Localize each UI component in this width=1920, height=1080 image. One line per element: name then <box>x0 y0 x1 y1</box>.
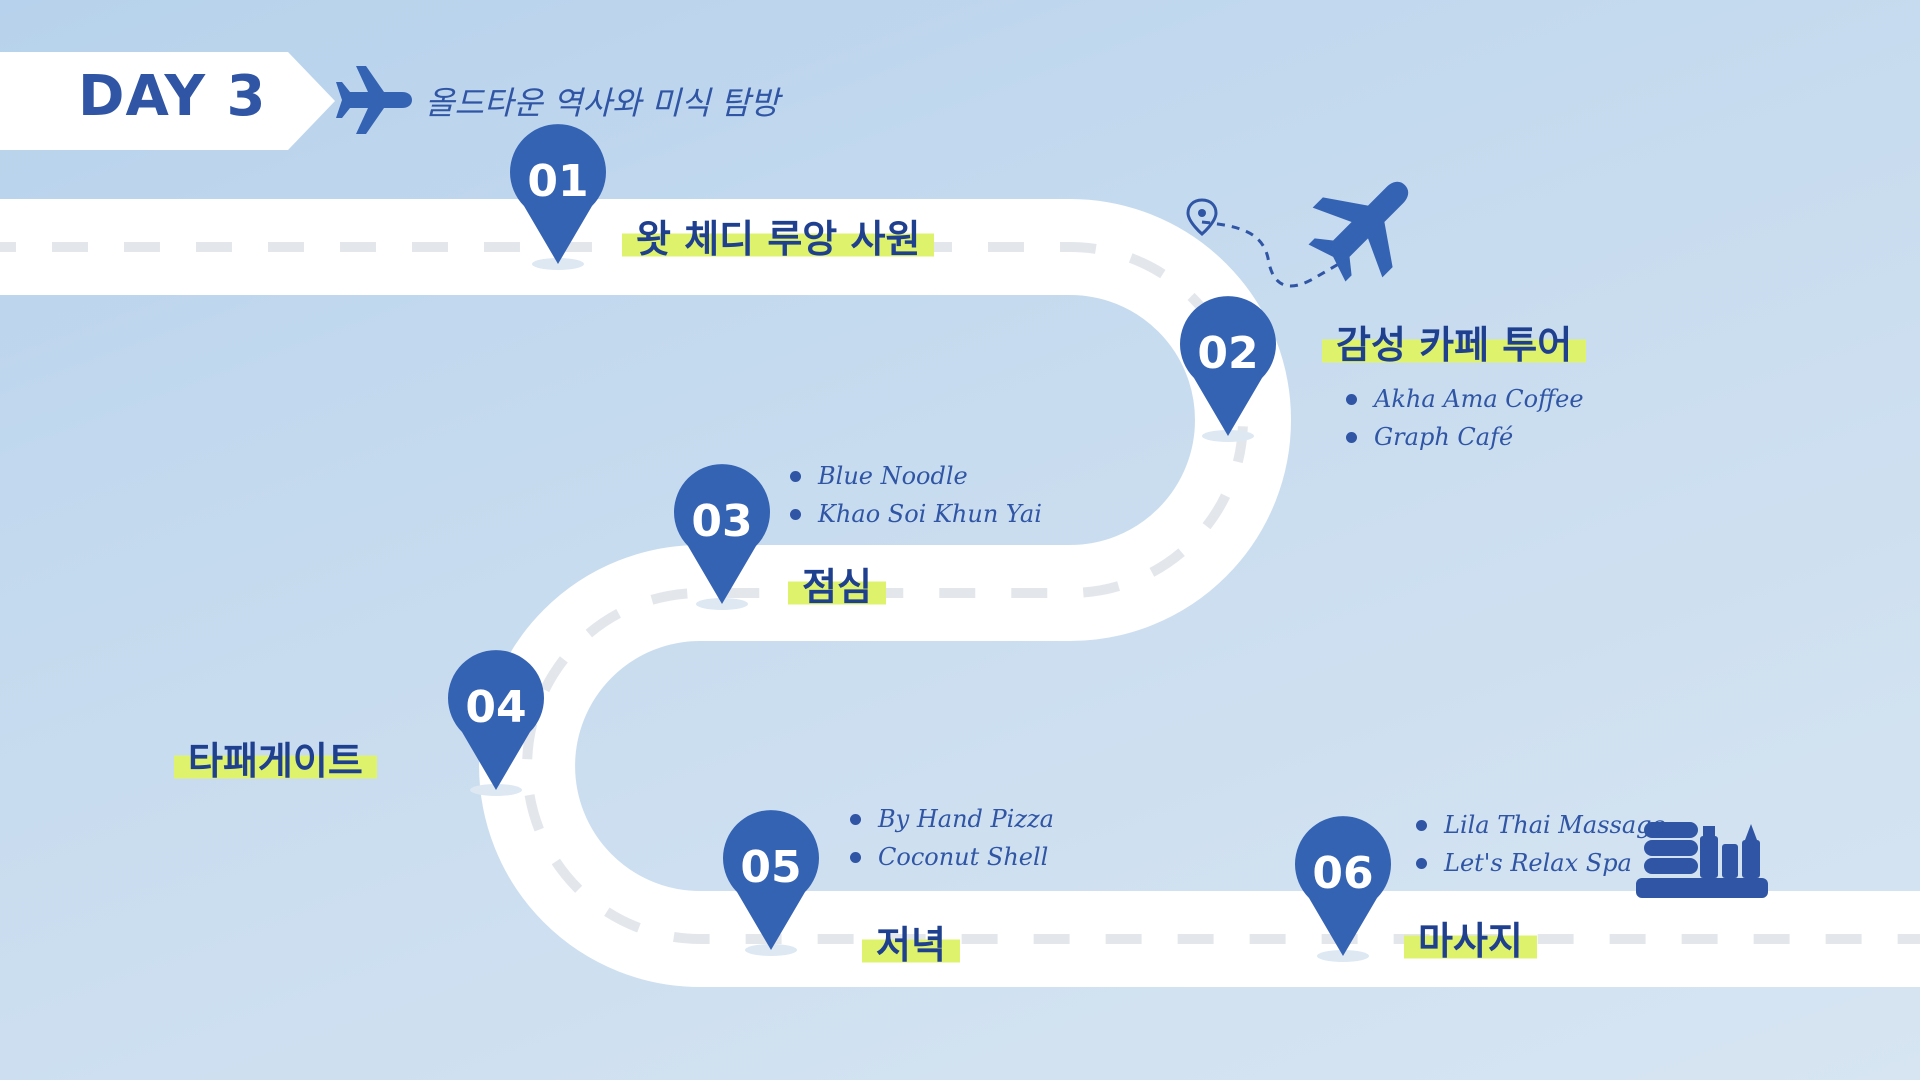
map-pin-05 <box>723 810 819 956</box>
pin-03[interactable]: 03 <box>672 480 772 610</box>
stop-title-02: 감성 카페 투어 <box>1322 314 1587 369</box>
stop-06-list: Lila Thai Massage Let's Relax Spa <box>1414 806 1666 882</box>
stop-title-05: 저녁 <box>862 914 960 969</box>
pin-01[interactable]: 01 <box>508 140 608 270</box>
pin-number: 06 <box>1312 848 1374 899</box>
pin-number: 05 <box>740 842 802 893</box>
pin-02[interactable]: 02 <box>1178 312 1278 442</box>
list-item: Blue Noodle <box>788 457 1042 495</box>
airplane-icon <box>1308 181 1409 282</box>
list-item: Akha Ama Coffee <box>1344 380 1584 418</box>
map-pin-06 <box>1295 816 1391 962</box>
stop-02-list: Akha Ama Coffee Graph Café <box>1344 380 1584 456</box>
map-pin-03 <box>674 464 770 610</box>
stop-title-03: 점심 <box>788 556 886 611</box>
pin-06[interactable]: 06 <box>1293 832 1393 962</box>
day-subtitle: 올드타운 역사와 미식 탐방 <box>425 84 780 122</box>
day-banner <box>0 52 335 150</box>
list-item: Let's Relax Spa <box>1414 844 1666 882</box>
pin-number: 04 <box>465 682 527 733</box>
pin-number: 02 <box>1197 328 1259 379</box>
stop-title-04: 타패게이트 <box>174 730 377 785</box>
list-item: Coconut Shell <box>848 838 1054 876</box>
pin-04[interactable]: 04 <box>446 666 546 796</box>
list-item: Khao Soi Khun Yai <box>788 495 1042 533</box>
list-item: By Hand Pizza <box>848 800 1054 838</box>
map-pin-02 <box>1180 296 1276 442</box>
spa-icon <box>1636 822 1768 898</box>
pin-number: 03 <box>691 496 753 547</box>
stop-title-01: 왓 체디 루앙 사원 <box>622 208 935 263</box>
stop-03-list: Blue Noodle Khao Soi Khun Yai <box>788 457 1042 533</box>
day-label: DAY 3 <box>78 64 267 129</box>
stop-title-06: 마사지 <box>1404 910 1537 965</box>
location-pin-icon <box>1186 198 1218 236</box>
airplane-icon <box>336 66 412 134</box>
list-item: Graph Café <box>1344 418 1584 456</box>
map-pin-01 <box>510 124 606 270</box>
pin-05[interactable]: 05 <box>721 826 821 956</box>
list-item: Lila Thai Massage <box>1414 806 1666 844</box>
map-pin-04 <box>448 650 544 796</box>
flight-path <box>1201 220 1343 288</box>
pin-number: 01 <box>527 156 589 207</box>
stop-05-list: By Hand Pizza Coconut Shell <box>848 800 1054 876</box>
